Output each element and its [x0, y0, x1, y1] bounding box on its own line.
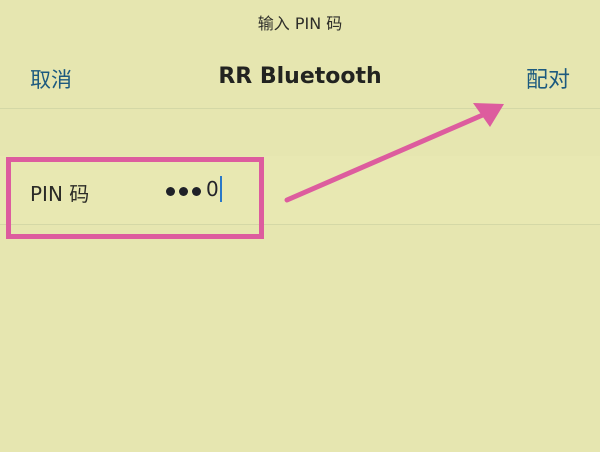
- pin-mask-dot: [166, 186, 175, 196]
- pin-mask-dot: [192, 186, 201, 196]
- prompt-title: 输入 PIN 码: [257, 14, 343, 33]
- pin-masked-digits: [166, 177, 205, 202]
- pin-mask-dot: [179, 186, 188, 196]
- cancel-button[interactable]: 取消: [30, 68, 72, 92]
- pin-field-label: PIN 码: [30, 182, 90, 206]
- pair-button[interactable]: 配对: [525, 68, 570, 93]
- pin-input[interactable]: 0: [166, 175, 222, 203]
- pin-last-digit: 0: [206, 177, 219, 201]
- navigation-bar: 取消 RR Bluetooth 配对: [0, 56, 600, 100]
- divider: [0, 108, 600, 109]
- pin-field-row: PIN 码 0: [0, 156, 600, 224]
- divider: [0, 224, 600, 225]
- page-title: RR Bluetooth: [218, 64, 382, 89]
- text-caret: [219, 176, 222, 202]
